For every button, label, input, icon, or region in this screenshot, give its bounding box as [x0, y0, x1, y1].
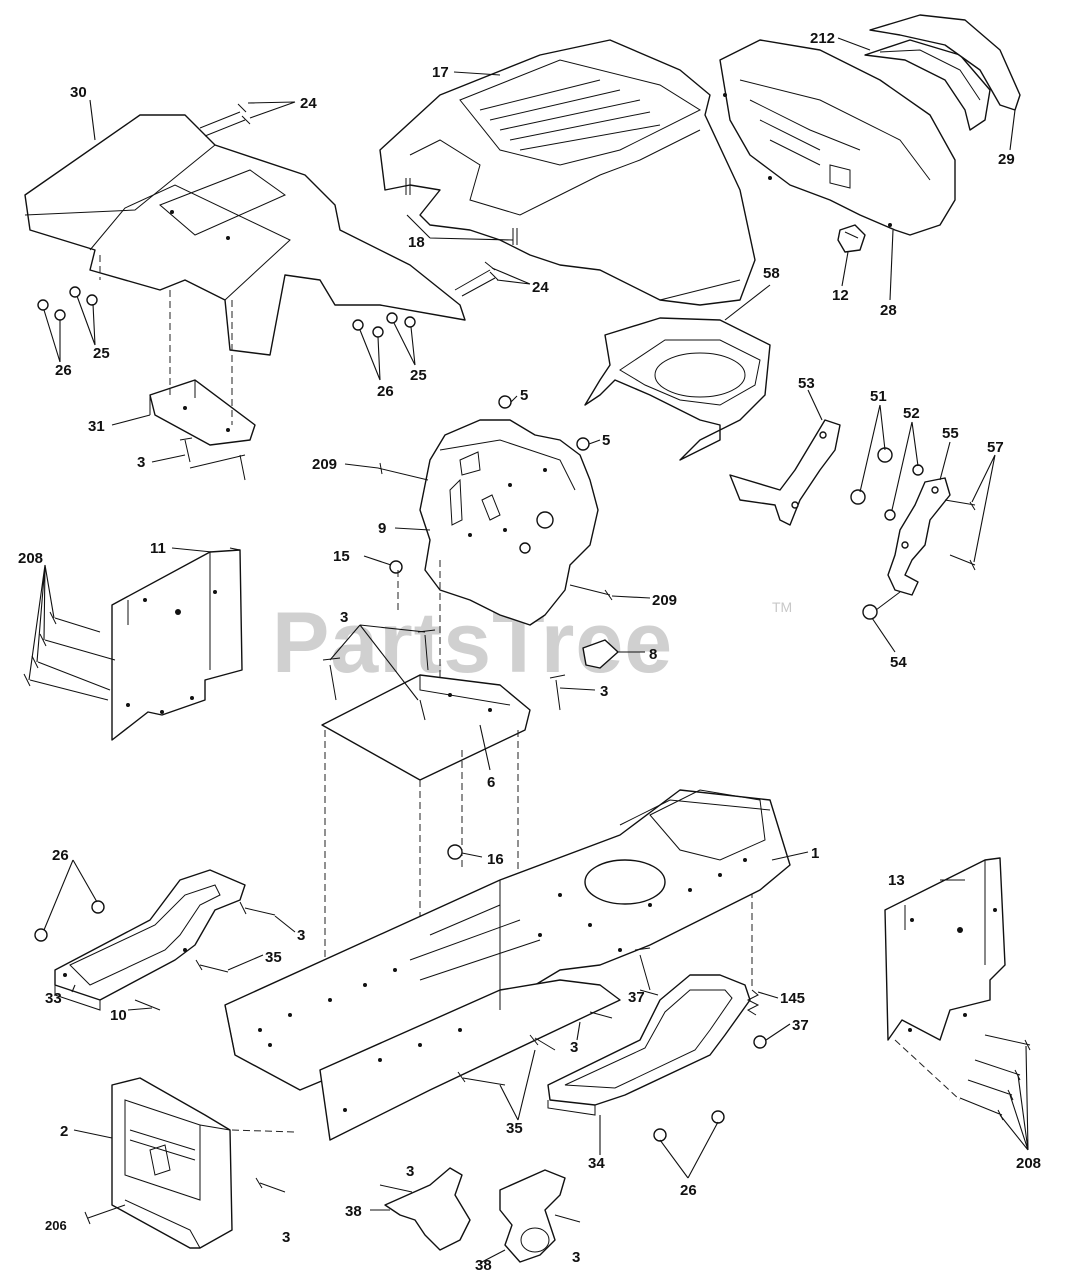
callout-28: 28 — [880, 302, 897, 319]
part-54-bolt — [862, 591, 901, 620]
callout-24: 24 — [532, 279, 549, 296]
part-17-hood — [379, 39, 756, 306]
callout-212: 212 — [810, 30, 835, 47]
callout-16: 16 — [487, 851, 504, 868]
callout-3: 3 — [600, 683, 608, 700]
callout-55: 55 — [942, 425, 959, 442]
callout-26: 26 — [55, 362, 72, 379]
part-9-dash — [419, 419, 599, 626]
callout-25: 25 — [93, 345, 110, 362]
callout-58: 58 — [763, 265, 780, 282]
callout-31: 31 — [88, 418, 105, 435]
part-28-grille — [719, 39, 956, 236]
dash-bolts-209 — [377, 462, 613, 601]
spring-145 — [746, 989, 767, 1049]
callout-11: 11 — [150, 540, 166, 557]
callout-3: 3 — [570, 1039, 578, 1056]
callout-29: 29 — [998, 151, 1015, 168]
callout-5: 5 — [602, 432, 610, 449]
part-33-footrest — [54, 869, 246, 1011]
callout-12: 12 — [832, 287, 849, 304]
part-212-lens — [864, 39, 991, 131]
callout-37: 37 — [628, 989, 645, 1006]
leader-lines — [28, 37, 1029, 1264]
screws-57 — [944, 499, 976, 571]
callout-3: 3 — [282, 1229, 290, 1246]
callout-38: 38 — [345, 1203, 362, 1220]
part-2-front-bracket — [111, 1077, 233, 1249]
part-11-side-panel — [111, 547, 243, 741]
callout-35: 35 — [265, 949, 282, 966]
callout-3: 3 — [297, 927, 305, 944]
callout-labels: 30 24 24 25 26 25 26 31 3 17 18 212 29 1… — [18, 30, 1041, 1274]
callout-38: 38 — [475, 1257, 492, 1274]
callout-26: 26 — [377, 383, 394, 400]
callout-34: 34 — [588, 1155, 605, 1172]
fender-hardware-25-26 — [37, 286, 416, 338]
callout-52: 52 — [903, 405, 920, 422]
watermark-trademark: TM — [772, 599, 792, 615]
hood-pins-18 — [405, 178, 518, 245]
callout-51: 51 — [870, 388, 887, 405]
callout-9: 9 — [378, 520, 386, 537]
footrest-hardware-right — [457, 947, 725, 1142]
part-38-bracket-right — [499, 1169, 581, 1263]
callout-3: 3 — [340, 609, 348, 626]
callout-57: 57 — [987, 439, 1004, 456]
callout-208: 208 — [1016, 1155, 1041, 1172]
callout-18: 18 — [408, 234, 425, 251]
footrest-hardware-left — [34, 900, 276, 1011]
bracket-screw-3 — [179, 437, 246, 481]
callout-10: 10 — [110, 1007, 127, 1024]
part-55-bracket — [887, 477, 951, 596]
callout-33: 33 — [45, 990, 62, 1007]
callout-30: 30 — [70, 84, 87, 101]
side-panel-bolts-208b — [894, 1034, 1031, 1121]
front-bracket-screws — [84, 1177, 286, 1225]
callout-25: 25 — [410, 367, 427, 384]
callout-5: 5 — [520, 387, 528, 404]
callout-206: 206 — [45, 1218, 67, 1233]
callout-26: 26 — [680, 1182, 697, 1199]
part-31-bracket — [149, 379, 256, 446]
callout-3: 3 — [406, 1163, 414, 1180]
part-12-clip — [837, 224, 866, 253]
part-34-footrest — [547, 974, 751, 1116]
part-13-side-panel — [884, 857, 1006, 1041]
callout-209: 209 — [312, 456, 337, 473]
callout-8: 8 — [649, 646, 657, 663]
callout-54: 54 — [890, 654, 907, 671]
callout-208: 208 — [18, 550, 43, 567]
part-16-nut — [447, 844, 463, 860]
callout-24: 24 — [300, 95, 317, 112]
part-53-bracket — [729, 419, 841, 526]
callout-3: 3 — [572, 1249, 580, 1266]
fender-bolts-24 — [199, 103, 499, 297]
callout-13: 13 — [888, 872, 905, 889]
part-1-frame — [224, 789, 791, 1141]
side-panel-bolts-208a — [23, 611, 116, 701]
callout-37: 37 — [792, 1017, 809, 1034]
callout-209: 209 — [652, 592, 677, 609]
callout-2: 2 — [60, 1123, 68, 1140]
hardware-51-52 — [850, 447, 924, 521]
callout-53: 53 — [798, 375, 815, 392]
callout-3: 3 — [137, 454, 145, 471]
part-30-fender — [24, 114, 466, 356]
callout-145: 145 — [780, 990, 805, 1007]
callout-17: 17 — [432, 64, 449, 81]
part-38-bracket-left — [379, 1167, 471, 1251]
callout-1: 1 — [811, 845, 819, 862]
callout-6: 6 — [487, 774, 495, 791]
callout-35: 35 — [506, 1120, 523, 1137]
part-15-grommet — [389, 560, 403, 574]
callout-26: 26 — [52, 847, 69, 864]
part-58-tray — [584, 317, 771, 461]
dash-hardware-5 — [498, 395, 590, 451]
callout-15: 15 — [333, 548, 350, 565]
part-8-clip — [582, 639, 619, 669]
